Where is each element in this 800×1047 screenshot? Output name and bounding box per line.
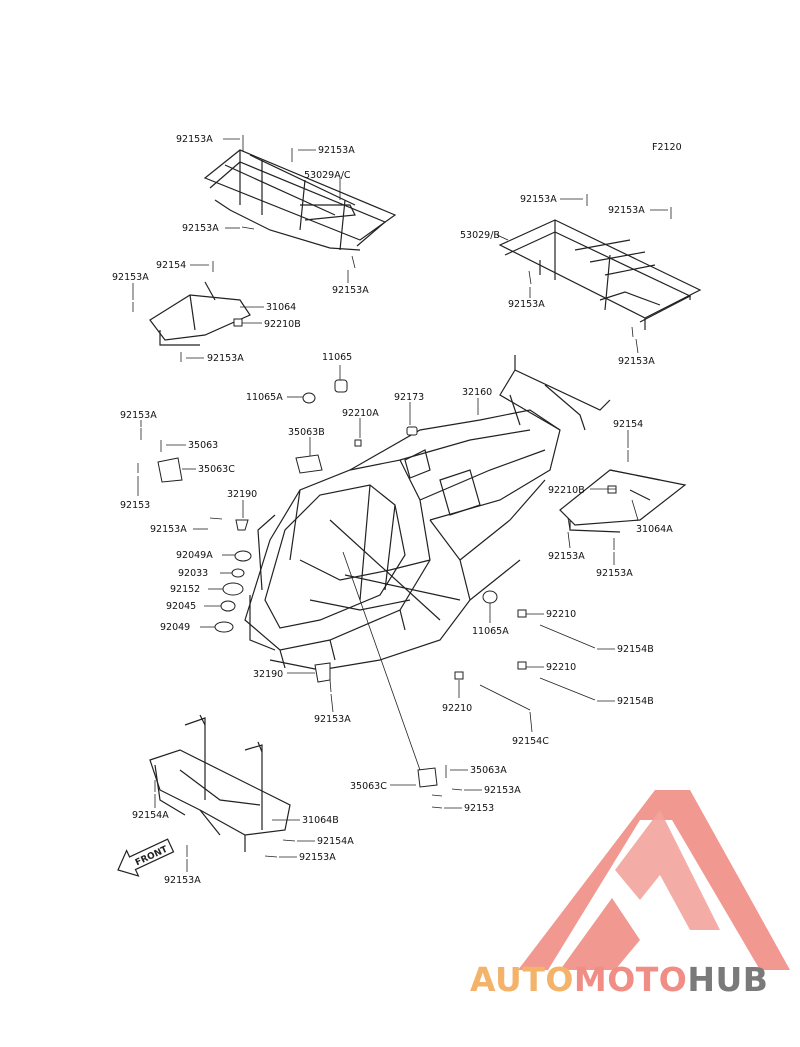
label-l5: 92153A	[332, 285, 369, 296]
label-l42: 92154B	[617, 696, 654, 707]
watermark-part-auto: AUTO	[470, 960, 574, 999]
label-l22: 92153A	[120, 410, 157, 421]
watermark-part-hub: HUB	[687, 960, 769, 999]
small-parts	[157, 318, 617, 788]
long-bolts	[479, 624, 596, 711]
label-l46: 92153A	[314, 714, 351, 725]
label-l17: 11065A	[246, 392, 283, 403]
label-l47: 35063A	[470, 765, 507, 776]
label-l19: 32160	[462, 387, 492, 398]
figure-code: F2120	[652, 142, 682, 153]
label-l20: 92210A	[342, 408, 379, 419]
watermark-text: AUTOMOTOHUB	[470, 960, 768, 999]
watermark-part-moto: MOTO	[573, 960, 688, 999]
label-l6: 92153A	[520, 194, 557, 205]
main-frame	[244, 355, 611, 671]
label-l43: 32190	[253, 669, 283, 680]
label-l39: 92210	[546, 609, 576, 620]
label-l3: 53029A/C	[304, 170, 351, 181]
label-l8: 53029/B	[460, 230, 500, 241]
label-l28: 31064A	[636, 524, 673, 535]
label-l30: 92153A	[150, 524, 187, 535]
label-l9: 92153A	[508, 299, 545, 310]
label-l13: 31064	[266, 302, 296, 313]
watermark-logo-mark	[518, 790, 790, 970]
label-l26: 92154	[613, 419, 643, 430]
label-l48: 35063C	[350, 781, 387, 792]
label-l45: 92154C	[512, 736, 549, 747]
label-l15: 92153A	[207, 353, 244, 364]
label-l33: 92049A	[176, 550, 213, 561]
rear-carrier	[203, 149, 397, 251]
label-l11: 92154	[156, 260, 186, 271]
label-l24: 35063C	[198, 464, 235, 475]
rack-31064A	[559, 469, 687, 533]
label-l29: 32190	[227, 489, 257, 500]
label-l50: 92153	[464, 803, 494, 814]
label-l41: 92210	[546, 662, 576, 673]
label-l35: 92152	[170, 584, 200, 595]
label-l4: 92153A	[182, 223, 219, 234]
label-l54: 92153A	[299, 852, 336, 863]
front-bumper	[149, 714, 291, 852]
label-l52: 31064B	[302, 815, 339, 826]
label-l55: 92153A	[164, 875, 201, 886]
label-l7: 92153A	[608, 205, 645, 216]
label-l10: 92153A	[618, 356, 655, 367]
label-l12: 92153A	[112, 272, 149, 283]
label-l25: 92153	[120, 500, 150, 511]
front-carrier	[498, 219, 702, 330]
label-l18: 92173	[394, 392, 424, 403]
label-l27: 92210B	[548, 485, 585, 496]
label-l1: 92153A	[176, 134, 213, 145]
label-l51: 92154A	[132, 810, 169, 821]
label-l16: 11065	[322, 352, 352, 363]
leader-lines	[132, 138, 668, 872]
label-l2: 92153A	[318, 145, 355, 156]
label-l32: 92153A	[596, 568, 633, 579]
label-l53: 92154A	[317, 836, 354, 847]
bolts	[132, 135, 672, 858]
label-l34: 92033	[178, 568, 208, 579]
bracket-31064	[149, 281, 251, 346]
label-l23: 35063	[188, 440, 218, 451]
label-l14: 92210B	[264, 319, 301, 330]
label-l21: 35063B	[288, 427, 325, 438]
label-l36: 92045	[166, 601, 196, 612]
label-l31: 92153A	[548, 551, 585, 562]
label-l37: 92049	[160, 622, 190, 633]
label-l38: 11065A	[472, 626, 509, 637]
label-l44: 92210	[442, 703, 472, 714]
label-l49: 92153A	[484, 785, 521, 796]
part-labels: 92153A 92153A 53029A/C 92153A 92153A 921…	[112, 134, 673, 886]
label-l40: 92154B	[617, 644, 654, 655]
